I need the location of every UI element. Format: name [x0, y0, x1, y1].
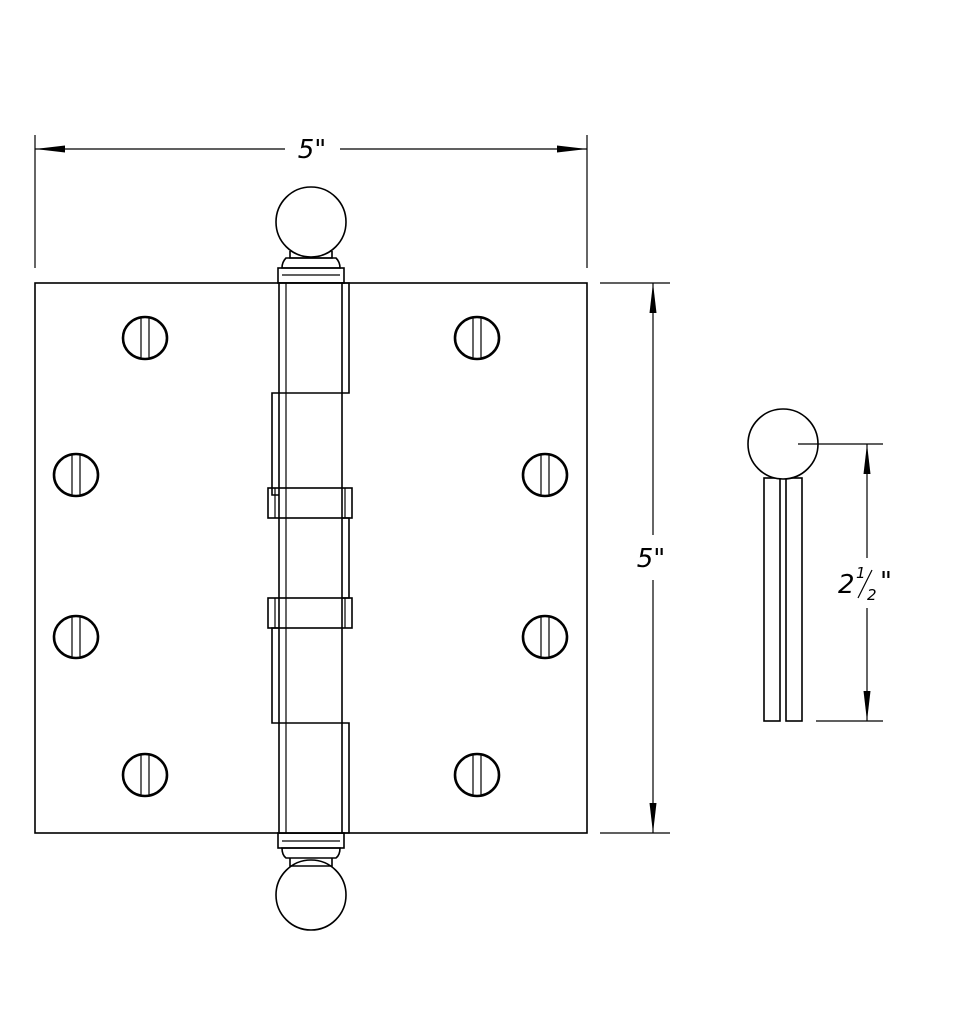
screw-holes [52, 315, 569, 798]
depth-dimension: 2 1 2 " [838, 444, 892, 721]
bottom-knuckle-edge [342, 722, 350, 834]
fourth-knuckle-edge [271, 627, 279, 724]
screw-hole [121, 315, 169, 361]
top-ball [275, 186, 347, 258]
width-dimension: 5" [34, 135, 588, 268]
depth-dimension-label: 2 1 2 " [838, 564, 892, 604]
screw-hole [521, 452, 569, 498]
depth-label-whole: 2 [838, 570, 855, 600]
height-dimension: 5" [600, 282, 670, 834]
bottom-ball [275, 859, 347, 931]
top-ball-tip [275, 186, 347, 284]
depth-label-fraction-bar [857, 569, 873, 599]
bottom-ball-tip [275, 832, 347, 931]
top-knuckle-edge [342, 282, 350, 394]
third-knuckle-edge [342, 517, 350, 599]
hinge-barrel [267, 282, 353, 834]
depth-label-numerator: 1 [856, 564, 866, 582]
screw-hole [521, 614, 569, 660]
screw-hole [453, 315, 501, 361]
bottom-ball-collar [281, 847, 341, 859]
hinge-side-view [747, 408, 883, 722]
top-ball-base [277, 267, 345, 284]
bearing-lower [267, 597, 353, 629]
width-dimension-label: 5" [298, 135, 327, 165]
depth-label-denominator: 2 [867, 586, 877, 604]
barrel-outline [278, 282, 343, 834]
bottom-ball-neck [289, 858, 333, 867]
top-ball-collar [281, 257, 341, 269]
screw-hole [453, 752, 501, 798]
screw-hole [52, 614, 100, 660]
depth-label-inch-mark: " [880, 567, 892, 597]
side-leaf-right [785, 477, 803, 722]
bearing-upper [267, 487, 353, 519]
side-leaf-left [763, 477, 781, 722]
screw-hole [121, 752, 169, 798]
screw-hole [52, 452, 100, 498]
second-knuckle-edge [271, 392, 279, 496]
height-dimension-label: 5" [637, 544, 666, 574]
